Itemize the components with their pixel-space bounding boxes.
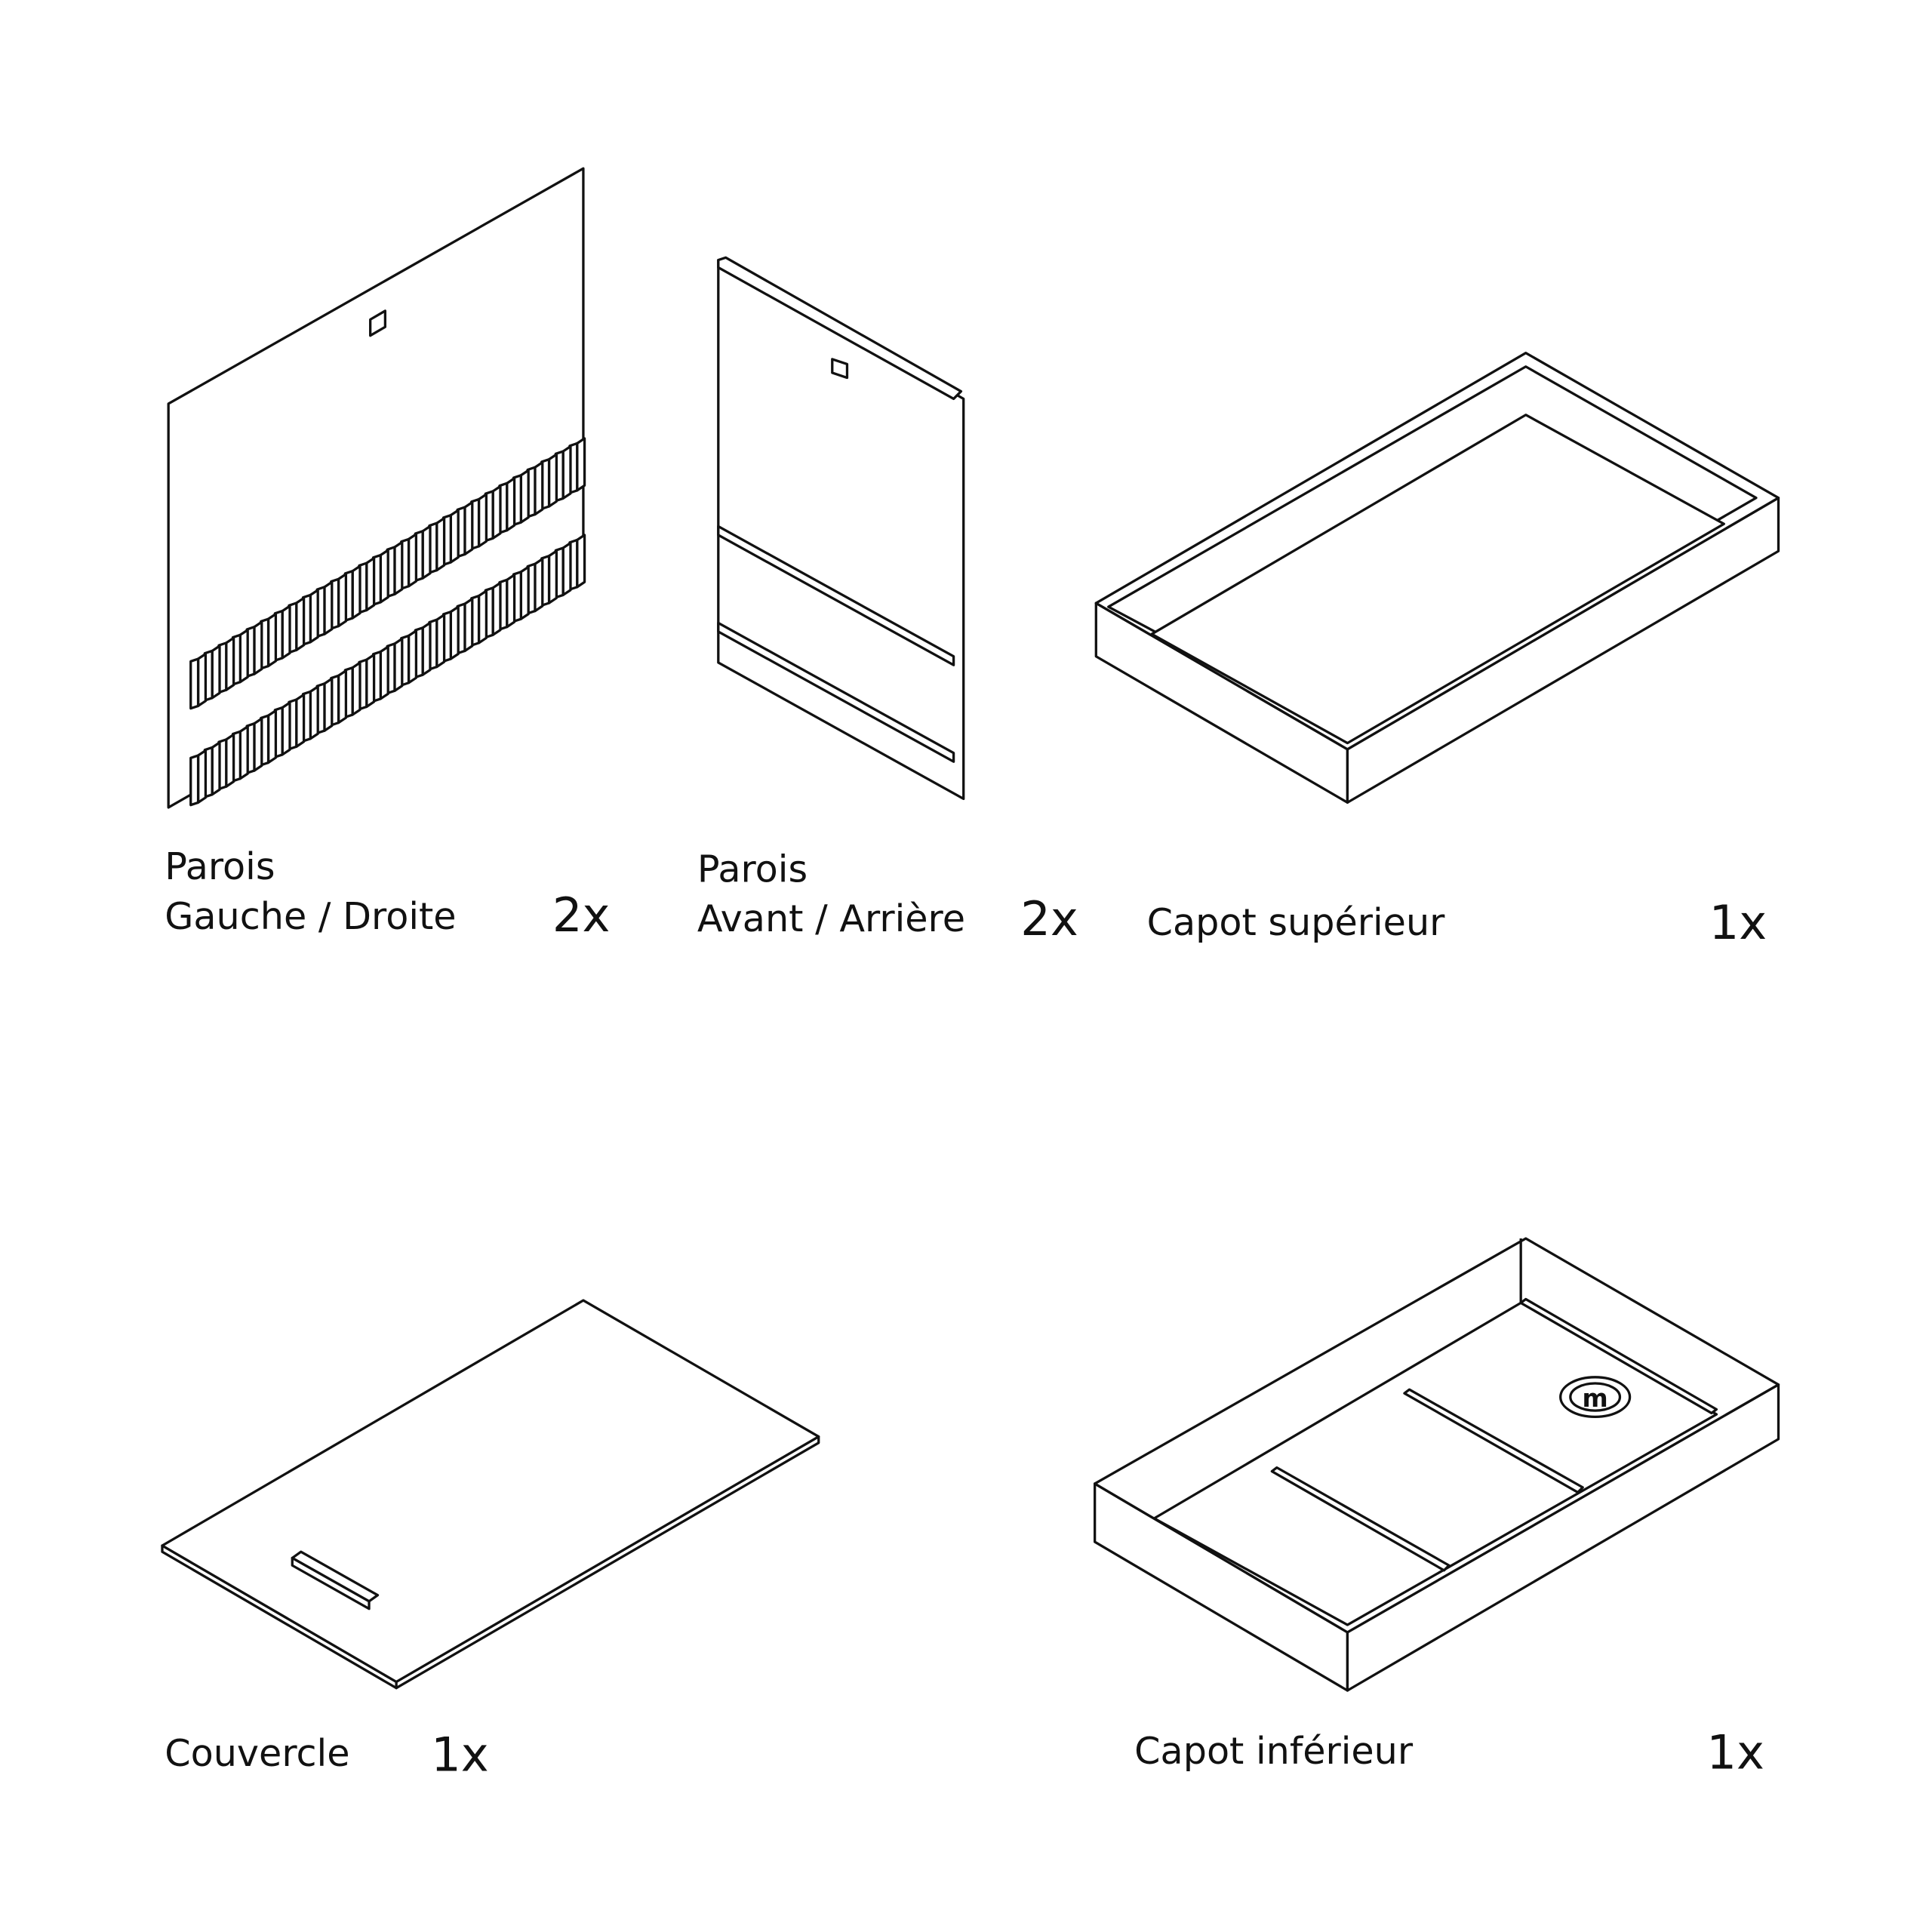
part-label: Capot inférieur: [1134, 1729, 1414, 1773]
fin-row: [189, 534, 586, 807]
part-label: Parois: [697, 847, 808, 891]
part-label: Couvercle: [165, 1731, 349, 1775]
part-quantity: 2x: [552, 888, 611, 943]
fin-face: [189, 754, 200, 807]
part-label: Parois: [165, 844, 275, 888]
fin-row: [189, 437, 586, 710]
part-quantity: 2x: [1020, 891, 1078, 946]
part-quantity: 1x: [431, 1727, 489, 1783]
part-label: Avant / Arrière: [697, 897, 965, 940]
part-label: Gauche / Droite: [165, 894, 456, 938]
top-tray-drawing: [1094, 352, 1780, 804]
part-quantity: 1x: [1706, 1724, 1764, 1780]
svg-text:m: m: [1583, 1384, 1608, 1413]
lid-drawing: [161, 1299, 820, 1690]
bottom-tray-drawing: m: [1094, 1237, 1780, 1692]
square-hole: [831, 358, 849, 380]
part-label: Capot supérieur: [1147, 900, 1446, 944]
side-wall-drawing: [167, 167, 586, 809]
logo-icon: m: [1559, 1376, 1632, 1418]
part-quantity: 1x: [1709, 895, 1767, 950]
fin-face: [189, 657, 200, 710]
front-wall-drawing: [717, 256, 965, 801]
square-hole: [369, 309, 386, 337]
